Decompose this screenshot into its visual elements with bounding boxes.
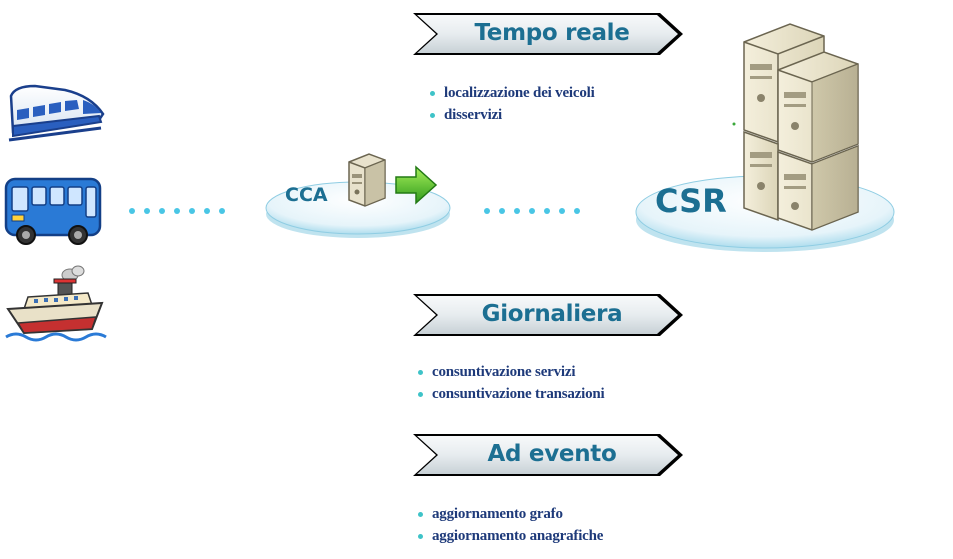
chevron-shape <box>413 13 683 55</box>
list-item: consuntivazione transazioni <box>416 383 605 405</box>
section-ad-evento-list: aggiornamento grafo aggiornamento anagra… <box>416 503 603 547</box>
list-item: disservizi <box>428 104 595 126</box>
bus-icon <box>2 175 106 247</box>
list-item: aggiornamento anagrafiche <box>416 525 603 547</box>
section-ad-evento-banner: Ad evento <box>410 431 686 483</box>
list-item: aggiornamento grafo <box>416 503 603 525</box>
csr-label: CSR <box>655 182 727 220</box>
section-tempo-reale-list: localizzazione dei veicoli disservizi <box>428 82 595 126</box>
arrow-right-icon <box>394 165 438 205</box>
list-item: consuntivazione servizi <box>416 361 605 383</box>
section-title: Giornaliera <box>481 301 623 327</box>
server-icon <box>345 152 387 208</box>
chevron-shape <box>413 434 683 476</box>
connector-dots-left <box>129 208 225 214</box>
section-title: Ad evento <box>487 441 617 467</box>
cca-label: CCA <box>285 184 328 206</box>
section-giornaliera-banner: Giornaliera <box>410 291 686 343</box>
section-giornaliera-list: consuntivazione servizi consuntivazione … <box>416 361 605 405</box>
cca-platform <box>262 168 454 240</box>
server-stack-icon <box>732 14 866 238</box>
chevron-shape <box>413 294 683 336</box>
list-item: localizzazione dei veicoli <box>428 82 595 104</box>
section-title: Tempo reale <box>474 20 630 46</box>
ship-icon <box>4 265 108 345</box>
section-tempo-reale-banner: Tempo reale <box>410 10 686 62</box>
train-icon <box>5 80 105 148</box>
connector-dots-right <box>484 208 580 214</box>
